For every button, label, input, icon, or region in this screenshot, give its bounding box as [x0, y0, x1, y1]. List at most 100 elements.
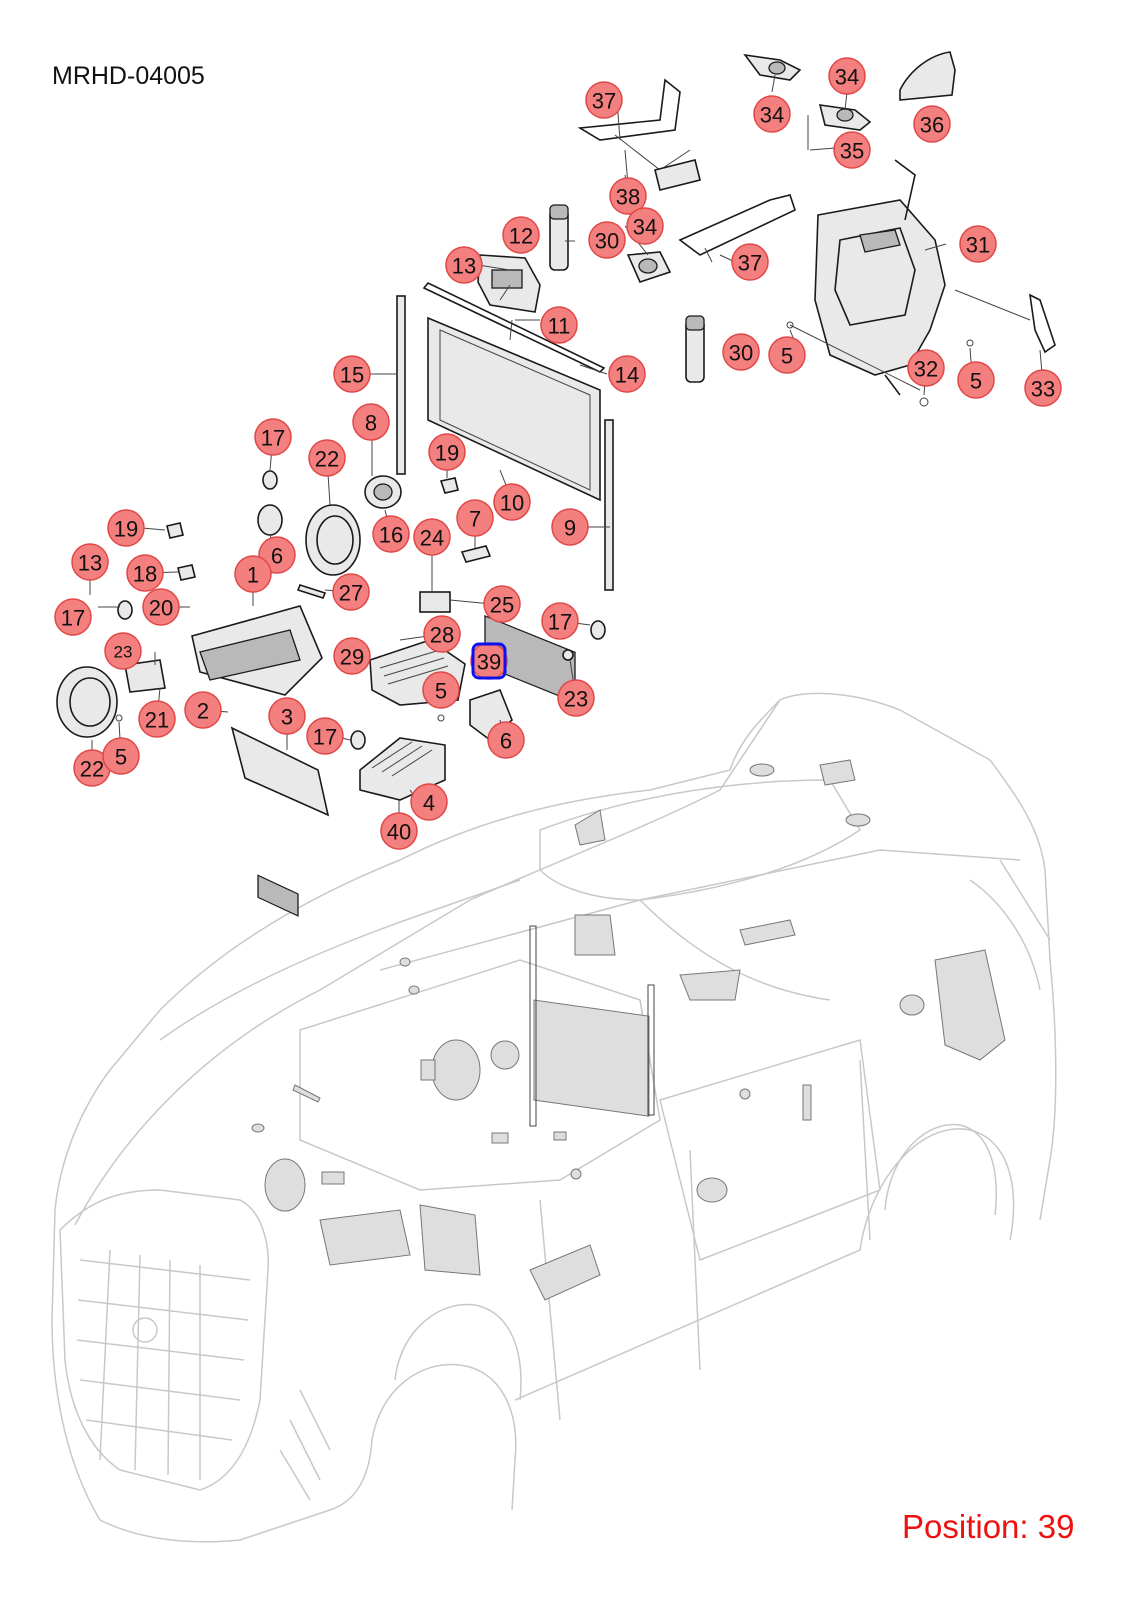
callout-18[interactable]: 18 [126, 554, 164, 592]
callout-circle [107, 509, 145, 547]
callout-35[interactable]: 35 [833, 131, 871, 169]
callout-1[interactable]: 1 [234, 555, 272, 593]
callout-24[interactable]: 24 [413, 518, 451, 556]
callout-17[interactable]: 17 [541, 602, 579, 640]
callout-2[interactable]: 2 [184, 691, 222, 729]
callout-circle [609, 177, 647, 215]
callout-circle [608, 355, 646, 393]
callout-circle [380, 812, 418, 850]
callout-23[interactable]: 23 [104, 632, 142, 670]
callout-14[interactable]: 14 [608, 355, 646, 393]
callout-17[interactable]: 17 [254, 418, 292, 456]
callout-number: 3 [281, 705, 293, 730]
callout-17[interactable]: 17 [54, 598, 92, 636]
callout-circle [372, 515, 410, 553]
callout-circle [1024, 369, 1062, 407]
callout-19[interactable]: 19 [107, 509, 145, 547]
callout-15[interactable]: 15 [333, 355, 371, 393]
callout-27[interactable]: 27 [332, 573, 370, 611]
callout-number: 33 [1031, 377, 1055, 402]
callout-11[interactable]: 11 [540, 306, 578, 344]
callout-number: 1 [247, 563, 259, 588]
callout-number: 19 [114, 517, 138, 542]
callout-number: 37 [592, 89, 616, 114]
callout-number: 40 [387, 820, 411, 845]
callout-30[interactable]: 30 [588, 221, 626, 259]
callout-7[interactable]: 7 [456, 499, 494, 537]
callout-circle [557, 679, 595, 717]
callout-17[interactable]: 17 [306, 717, 344, 755]
callout-36[interactable]: 36 [913, 105, 951, 143]
callout-circle [332, 573, 370, 611]
callout-circle [428, 433, 466, 471]
callout-circle [104, 632, 142, 670]
callout-number: 14 [615, 363, 639, 388]
callout-circle [142, 588, 180, 626]
callout-19[interactable]: 19 [428, 433, 466, 471]
vehicle-outline [51, 692, 1057, 1543]
callout-number: 12 [509, 224, 533, 249]
callout-number: 29 [340, 645, 364, 670]
callout-5[interactable]: 5 [768, 336, 806, 374]
callout-circle [541, 602, 579, 640]
callout-16[interactable]: 16 [372, 515, 410, 553]
position-readout: Position: 39 [902, 1508, 1075, 1545]
callout-6[interactable]: 6 [487, 721, 525, 759]
callout-number: 5 [781, 344, 793, 369]
callout-circle [308, 439, 346, 477]
diagram-code: MRHD-04005 [52, 62, 205, 90]
highlight-box [471, 642, 507, 680]
callout-40[interactable]: 40 [380, 812, 418, 850]
callout-circle [71, 543, 109, 581]
callout-number: 22 [315, 447, 339, 472]
callout-37[interactable]: 37 [731, 243, 769, 281]
callout-circle [551, 508, 589, 546]
callout-38[interactable]: 38 [609, 177, 647, 215]
callout-39[interactable]: 39 [470, 642, 508, 680]
callout-circle [306, 717, 344, 755]
callout-12[interactable]: 12 [502, 216, 540, 254]
callout-circle [768, 336, 806, 374]
callout-22[interactable]: 22 [308, 439, 346, 477]
callout-34[interactable]: 34 [828, 57, 866, 95]
callout-number: 17 [313, 725, 337, 750]
callout-34[interactable]: 34 [753, 95, 791, 133]
callout-31[interactable]: 31 [959, 225, 997, 263]
callout-10[interactable]: 10 [493, 483, 531, 521]
callout-23[interactable]: 23 [557, 679, 595, 717]
callout-number: 4 [423, 791, 435, 816]
exploded-parts [56, 51, 1056, 917]
callout-25[interactable]: 25 [483, 585, 521, 623]
callout-28[interactable]: 28 [423, 615, 461, 653]
callout-circle [585, 81, 623, 119]
callout-5[interactable]: 5 [102, 737, 140, 775]
callout-4[interactable]: 4 [410, 783, 448, 821]
callout-37[interactable]: 37 [585, 81, 623, 119]
callout-circle [588, 221, 626, 259]
callout-22[interactable]: 22 [73, 749, 111, 787]
callout-29[interactable]: 29 [333, 637, 371, 675]
callout-30[interactable]: 30 [722, 333, 760, 371]
callout-circle [731, 243, 769, 281]
callout-3[interactable]: 3 [268, 697, 306, 735]
callout-9[interactable]: 9 [551, 508, 589, 546]
callout-circle [410, 783, 448, 821]
callout-5[interactable]: 5 [957, 361, 995, 399]
callout-number: 19 [435, 441, 459, 466]
callout-33[interactable]: 33 [1024, 369, 1062, 407]
callout-13[interactable]: 13 [71, 543, 109, 581]
callout-number: 35 [840, 139, 864, 164]
callout-32[interactable]: 32 [907, 349, 945, 387]
callout-34[interactable]: 34 [626, 207, 664, 245]
callout-number: 17 [548, 610, 572, 635]
callout-13[interactable]: 13 [445, 246, 483, 284]
callout-5[interactable]: 5 [422, 671, 460, 709]
callout-number: 13 [78, 551, 102, 576]
callout-20[interactable]: 20 [142, 588, 180, 626]
callout-circle [413, 518, 451, 556]
callout-circle [184, 691, 222, 729]
callout-21[interactable]: 21 [138, 700, 176, 738]
callout-8[interactable]: 8 [352, 403, 390, 441]
callout-number: 34 [835, 65, 859, 90]
